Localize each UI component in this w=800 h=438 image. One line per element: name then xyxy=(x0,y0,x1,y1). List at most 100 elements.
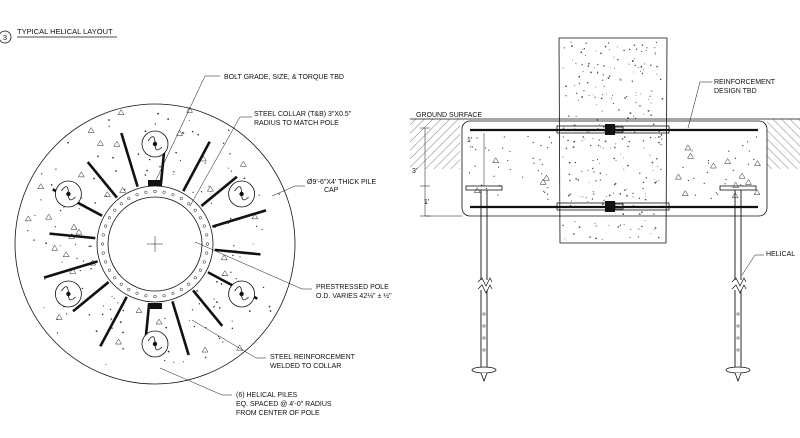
pole-stipple xyxy=(601,239,603,241)
aggregate-dot xyxy=(691,150,693,152)
pole-stipple xyxy=(640,93,642,95)
pile-tip xyxy=(480,372,488,383)
pole-stipple xyxy=(623,49,625,52)
collar-bolt xyxy=(179,196,183,201)
collar-bolt xyxy=(135,291,139,295)
aggregate-dot xyxy=(261,228,263,230)
pole-stipple xyxy=(594,66,595,68)
pole-stipple xyxy=(592,191,594,193)
aggregate-dot xyxy=(54,226,57,228)
aggregate-dot xyxy=(532,157,534,160)
aggregate-dot xyxy=(27,230,29,232)
pole-stipple xyxy=(646,47,648,49)
aggregate-dot xyxy=(94,202,96,204)
aggregate-dot xyxy=(537,170,539,172)
pole-stipple xyxy=(571,59,573,61)
aggregate-dot xyxy=(179,159,182,162)
collar-bolt-bottom-left xyxy=(605,201,615,212)
pole-stipple xyxy=(577,179,580,181)
aggregate-dot xyxy=(188,319,190,321)
pole-stipple xyxy=(599,146,601,148)
aggregate-dot xyxy=(715,192,717,194)
reinf-leader xyxy=(191,319,266,359)
pole-stipple xyxy=(634,117,637,120)
pole-stipple xyxy=(615,143,617,145)
aggregate-dot xyxy=(468,172,471,174)
pole-stipple xyxy=(612,102,615,104)
pole-stipple xyxy=(597,144,600,147)
pole-stipple xyxy=(600,97,603,100)
bolt-bottom xyxy=(148,303,162,309)
pole-stipple xyxy=(603,65,605,67)
aggregate-dot xyxy=(197,133,200,136)
pole-stipple xyxy=(588,95,590,97)
aggregate-dot xyxy=(546,146,549,149)
pole-stipple xyxy=(644,195,646,197)
aggregate-dot xyxy=(706,172,708,174)
aggregate-dot xyxy=(122,309,124,312)
collar-bolt xyxy=(171,291,175,295)
aggregate-dot xyxy=(204,162,206,164)
pole-stipple xyxy=(581,96,583,98)
rebar-bar xyxy=(214,248,261,256)
pile-cap-section xyxy=(461,120,768,217)
pile-break-symbol xyxy=(731,277,747,287)
pole-stipple xyxy=(633,44,636,47)
pole-stipple xyxy=(562,136,564,138)
pole-stipple xyxy=(608,194,611,197)
pole-stipple xyxy=(629,112,632,115)
aggregate-dot xyxy=(88,314,91,316)
pole-stipple xyxy=(583,138,585,140)
aggregate-mark xyxy=(754,160,761,166)
pole-stipple xyxy=(654,179,655,180)
collar-bolt-top-right xyxy=(614,126,624,133)
pole-stipple xyxy=(582,71,584,73)
pole-stipple xyxy=(650,114,652,116)
collar-bolt xyxy=(162,294,166,298)
pole-stipple xyxy=(619,78,621,80)
pile-break-gap xyxy=(478,280,490,290)
pole-stipple xyxy=(592,94,594,96)
aggregate-dot xyxy=(724,183,726,185)
aggregate-dot xyxy=(164,317,166,319)
aggregate-mark xyxy=(155,318,163,325)
aggregate-dot xyxy=(61,261,63,263)
aggregate-dot xyxy=(278,193,280,195)
pole-stipple xyxy=(643,147,645,149)
piles-label-line2: EQ. SPACED @ 4'-0" RADIUS xyxy=(236,401,332,408)
pole-stipple xyxy=(565,147,568,150)
aggregate-dot xyxy=(172,173,174,175)
pile-break-symbol xyxy=(477,277,493,287)
aggregate-mark xyxy=(206,185,214,192)
pole-leader xyxy=(194,241,312,290)
aggregate-dot xyxy=(213,305,215,308)
pole-stipple xyxy=(648,98,650,100)
aggregate-dot xyxy=(497,194,499,196)
pole-stipple xyxy=(608,75,611,77)
pole-stipple xyxy=(624,97,626,99)
pole-stipple xyxy=(635,48,638,50)
aggregate-dot xyxy=(93,177,95,180)
reinf-section-leader xyxy=(687,81,712,129)
pole-stipple xyxy=(649,154,651,156)
collar-bolt xyxy=(100,242,105,246)
pole-label-line1: PRESTRESSED POLE xyxy=(316,284,389,291)
pole-stipple xyxy=(649,136,652,139)
aggregate-dot xyxy=(67,141,69,144)
pole-stipple xyxy=(587,170,589,172)
pole-stipple xyxy=(563,47,566,49)
aggregate-dot xyxy=(541,163,543,166)
aggregate-dot xyxy=(192,191,194,193)
pile-bolt-hole xyxy=(482,336,486,340)
collar-bolt-top-left xyxy=(605,124,615,135)
pole-stipple xyxy=(562,127,565,129)
rebar-bar xyxy=(192,289,224,327)
pole-stipple xyxy=(660,133,663,136)
collar-bolt xyxy=(198,268,203,272)
pole-stipple xyxy=(609,49,611,51)
pole-stipple xyxy=(627,164,629,167)
pole-stipple xyxy=(635,91,637,93)
reinf-label-line1: STEEL REINFORCEMENT xyxy=(270,354,356,361)
pile-shaft-dot xyxy=(239,291,244,297)
collar-bolt-ring xyxy=(100,189,210,299)
